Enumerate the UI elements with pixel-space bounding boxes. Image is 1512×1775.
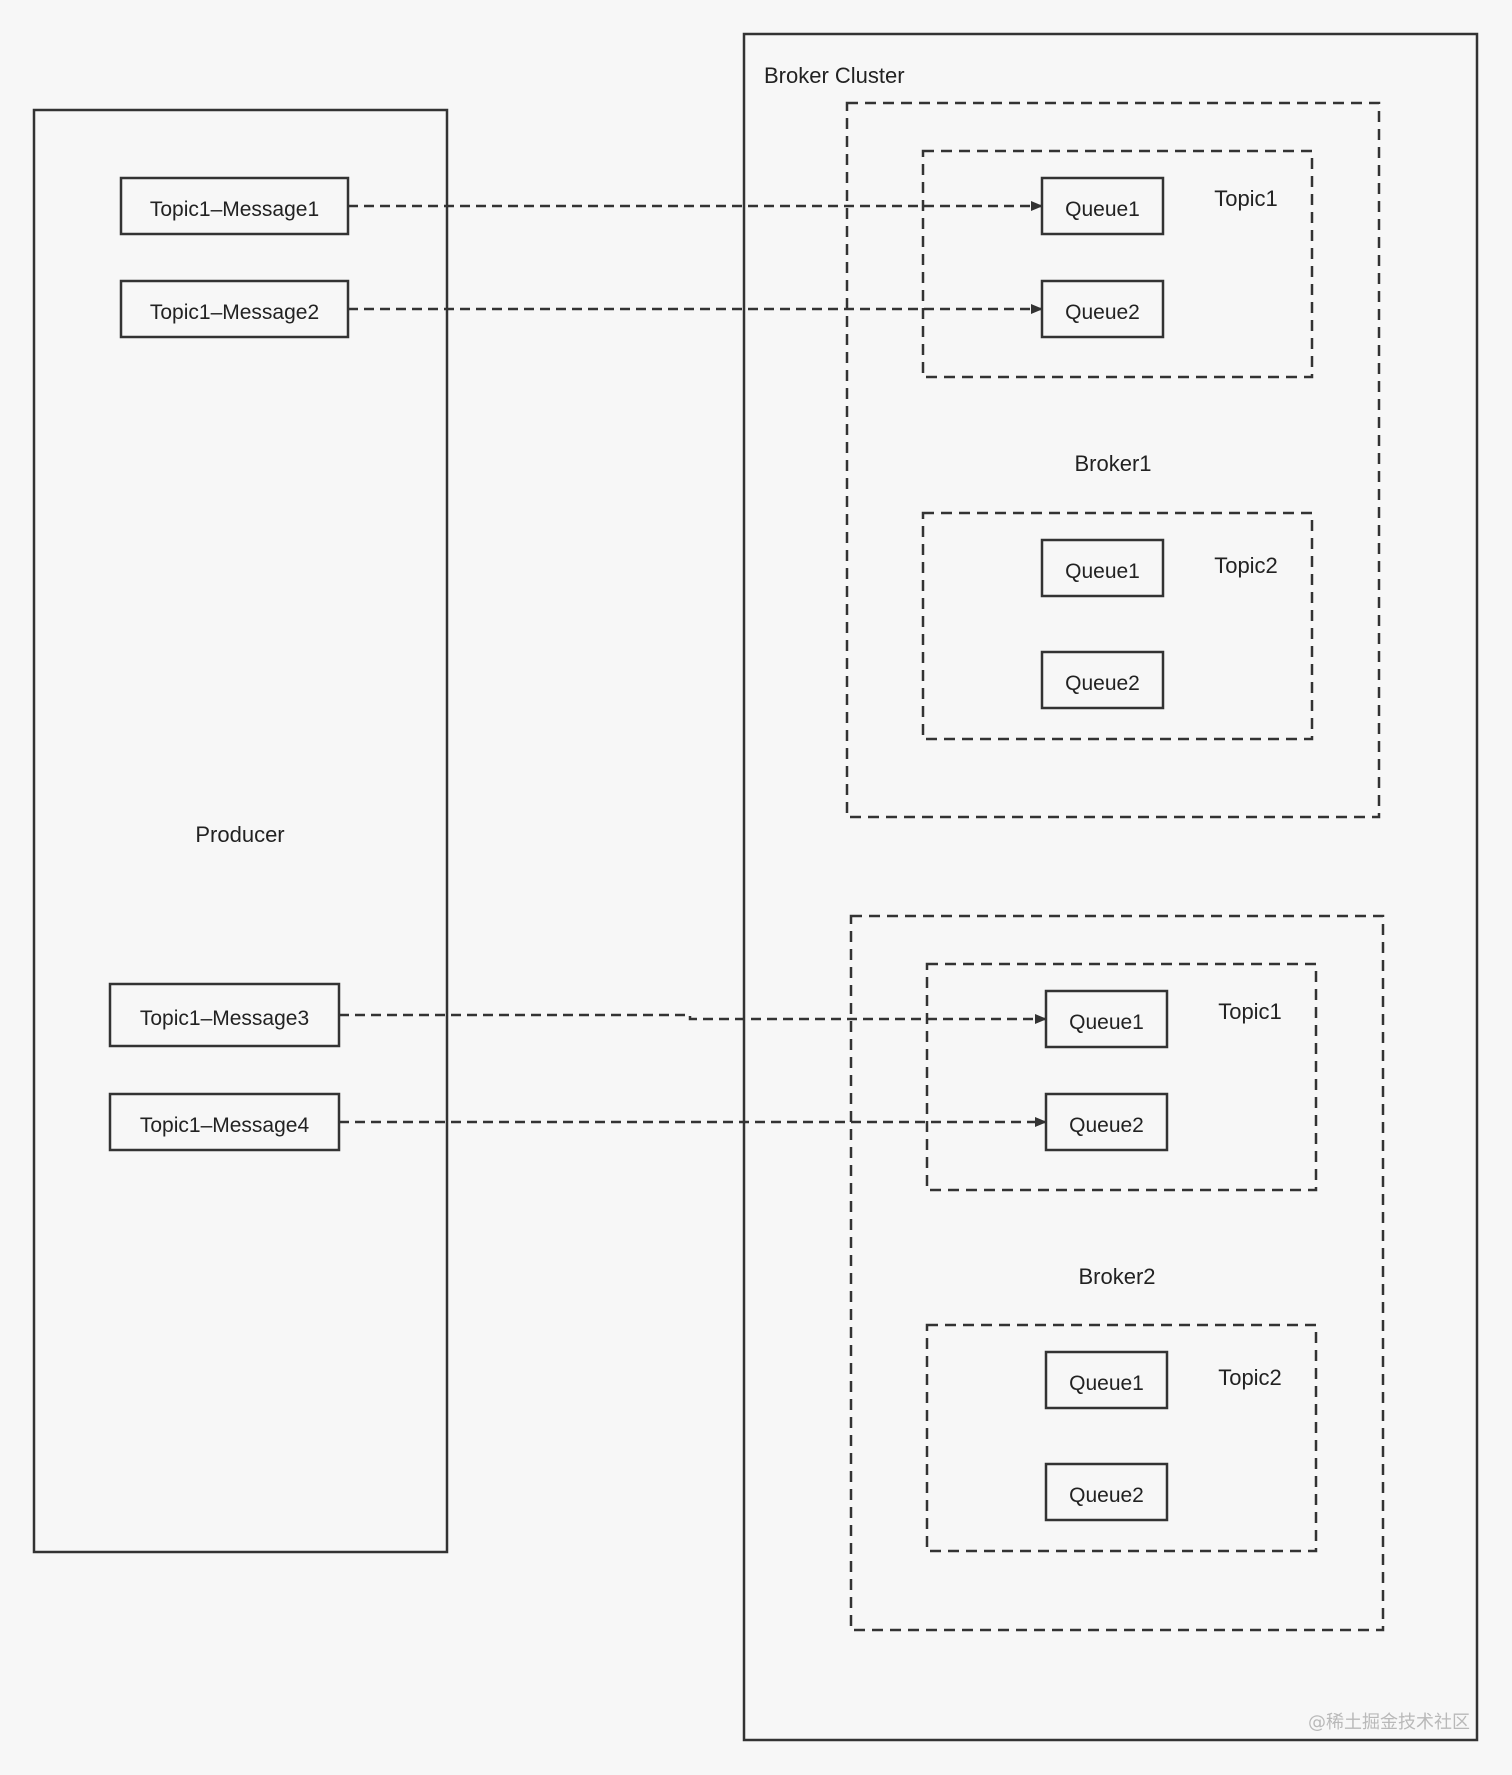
- broker-box: Broker2: [849, 914, 1385, 1632]
- producer-label: Producer: [195, 822, 284, 847]
- queue-label: Queue1: [1065, 198, 1140, 221]
- producer-container: Producer: [32, 108, 449, 1554]
- queue-box[interactable]: Queue1: [1044, 989, 1169, 1049]
- topic-box: Topic2: [925, 1323, 1318, 1553]
- queue-label: Queue1: [1069, 1372, 1144, 1395]
- broker-label: Broker2: [1078, 1264, 1155, 1289]
- message-label: Topic1–Message1: [150, 198, 319, 221]
- topic-box: Topic2: [921, 511, 1314, 741]
- broker-box: Broker1: [845, 101, 1381, 819]
- message-box[interactable]: Topic1–Message3: [108, 982, 341, 1048]
- queue-box[interactable]: Queue1: [1044, 1350, 1169, 1410]
- message-box[interactable]: Topic1–Message2: [119, 279, 350, 339]
- message-arrow: [339, 1013, 1047, 1024]
- queue-label: Queue2: [1065, 301, 1140, 324]
- queue-box[interactable]: Queue2: [1044, 1462, 1169, 1522]
- broker-cluster-container: Broker Cluster: [742, 32, 1479, 1742]
- message-label: Topic1–Message2: [150, 301, 319, 324]
- topic-label: Topic1: [1214, 186, 1278, 211]
- topic-label: Topic2: [1218, 1365, 1282, 1390]
- queue-box[interactable]: Queue2: [1040, 650, 1165, 710]
- message-box[interactable]: Topic1–Message1: [119, 176, 350, 236]
- queue-box[interactable]: Queue1: [1040, 538, 1165, 598]
- queue-label: Queue2: [1069, 1484, 1144, 1507]
- queue-label: Queue2: [1065, 672, 1140, 695]
- broker-label: Broker1: [1074, 451, 1151, 476]
- queue-label: Queue1: [1065, 560, 1140, 583]
- topic-label: Topic2: [1214, 553, 1278, 578]
- queue-box[interactable]: Queue2: [1040, 279, 1165, 339]
- queue-box[interactable]: Queue1: [1040, 176, 1165, 236]
- topic-label: Topic1: [1218, 999, 1282, 1024]
- message-box[interactable]: Topic1–Message4: [108, 1092, 341, 1152]
- broker-cluster-label: Broker Cluster: [764, 63, 905, 88]
- queue-box[interactable]: Queue2: [1044, 1092, 1169, 1152]
- message-label: Topic1–Message3: [140, 1007, 309, 1030]
- topic-box: Topic1: [925, 962, 1318, 1192]
- message-label: Topic1–Message4: [140, 1114, 310, 1137]
- watermark-text: @稀土掘金技术社区: [1308, 1712, 1470, 1733]
- queue-label: Queue1: [1069, 1011, 1144, 1034]
- topic-box: Topic1: [921, 149, 1314, 379]
- queue-label: Queue2: [1069, 1114, 1144, 1137]
